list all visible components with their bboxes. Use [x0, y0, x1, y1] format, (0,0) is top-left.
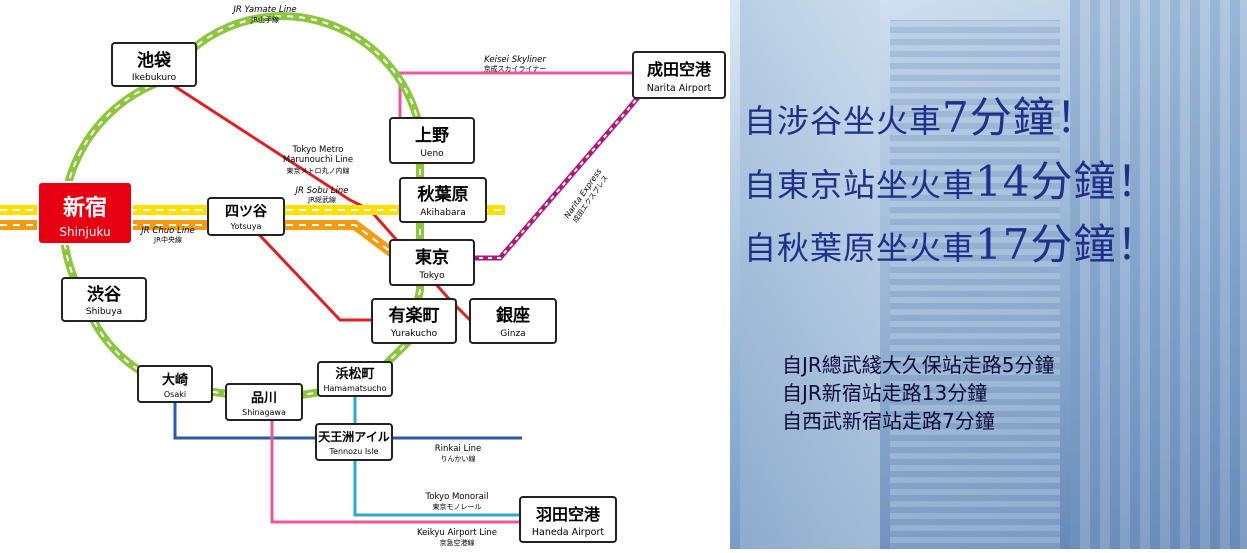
station-jp-label: 羽田空港 [536, 505, 601, 524]
walk-line-okubo: 自JR總武綫大久保站走路5分鐘 [782, 353, 1055, 377]
station-en-label: Ueno [420, 149, 444, 159]
skyliner-jp-label: 京成スカイライナー [484, 64, 547, 73]
sobu-en-label: JR Sobu Line [294, 186, 349, 196]
marunouchi-en-label-2: Marunouchi Line [283, 155, 353, 165]
station-en-label: Shibuya [86, 307, 122, 317]
station-jp-label: 成田空港 [647, 60, 712, 79]
yamanote-en-label: JR Yamate Line [231, 5, 296, 15]
promo-line-duration: 14分鐘！ [975, 157, 1160, 206]
station-jp-label: 大崎 [162, 372, 188, 388]
station-ikebukuro[interactable]: 池袋 Ikebukuro [111, 42, 197, 87]
background-building [740, 0, 880, 549]
narita-express-line-inner [470, 94, 641, 259]
promo-line-tokyo: 自東京站坐火車14分鐘！ [744, 161, 1159, 205]
sobu-jp-label: JR総武線 [307, 195, 336, 204]
background-building [1070, 0, 1247, 549]
rinkai-en-label: Rinkai Line [435, 444, 481, 454]
station-osaki[interactable]: 大崎 Osaki [137, 365, 213, 403]
station-en-label: Ginza [500, 329, 525, 339]
station-en-label: Tokyo [418, 271, 445, 281]
station-jp-label: 東京 [415, 247, 449, 268]
keikyu-en-label: Keikyu Airport Line [417, 528, 497, 538]
rinkai-line [173, 395, 522, 440]
station-akihabara[interactable]: 秋葉原 Akihabara [399, 177, 487, 223]
station-en-label: Shinagawa [242, 408, 286, 417]
station-shibuya[interactable]: 渋谷 Shibuya [61, 277, 147, 322]
station-haneda-airport[interactable]: 羽田空港 Haneda Airport [519, 496, 617, 543]
station-en-label: Hamamatsucho [323, 384, 386, 393]
walk-line-seibu-shinjuku: 自西武新宿站走路7分鐘 [782, 409, 995, 433]
station-ueno[interactable]: 上野 Ueno [389, 117, 475, 164]
marunouchi-jp-label: 東京メトロ丸ノ内線 [287, 166, 350, 175]
yamanote-jp-label: JR山手線 [250, 15, 279, 24]
station-ginza[interactable]: 銀座 Ginza [469, 298, 557, 344]
rinkai-jp-label: りんかい線 [441, 454, 476, 463]
station-en-label: Tennozu Isle [329, 447, 379, 456]
promo-line-prefix: 自秋葉原坐火車 [744, 229, 976, 267]
chuo-jp-label: JR中央線 [153, 235, 182, 244]
station-en-label: Haneda Airport [532, 527, 604, 538]
station-yotsuya[interactable]: 四ツ谷 Yotsuya [207, 197, 285, 236]
walk-line-shinjuku: 自JR新宿站走路13分鐘 [782, 381, 988, 405]
monorail-jp-label: 東京モノレール [433, 502, 482, 511]
promo-line-akihabara: 自秋葉原坐火車17分鐘！ [744, 224, 1159, 268]
chuo-en-label: JR Chuo Line [139, 226, 194, 236]
background-building [890, 20, 1060, 549]
marunouchi-en-label-1: Tokyo Metro [292, 145, 344, 155]
station-jp-label: 品川 [251, 391, 277, 406]
station-shinjuku[interactable]: 新宿 Shinjuku [37, 181, 133, 245]
station-jp-label: 秋葉原 [418, 184, 469, 205]
station-jp-label: 天王洲アイル [318, 430, 389, 444]
station-shinagawa[interactable]: 品川 Shinagawa [225, 383, 303, 421]
station-tokyo[interactable]: 東京 Tokyo [389, 239, 475, 286]
rail-map: JR Yamate Line JR山手線 Keisei Skyliner 京成ス… [0, 5, 726, 547]
station-jp-label: 銀座 [496, 305, 530, 326]
station-en-label: Narita Airport [647, 83, 712, 94]
station-en-label: Akihabara [420, 208, 466, 218]
station-jp-label: 四ツ谷 [225, 204, 268, 220]
monorail-en-label: Tokyo Monorail [424, 492, 488, 502]
promo-panel: 自涉谷坐火車7分鐘！ 自東京站坐火車14分鐘！ 自秋葉原坐火車17分鐘！ 自JR… [730, 0, 1247, 549]
station-hamamatsucho[interactable]: 浜松町 Hamamatsucho [317, 361, 393, 397]
rail-map-svg: JR Yamate Line JR山手線 Keisei Skyliner 京成ス… [0, 5, 726, 547]
station-yurakucho[interactable]: 有楽町 Yurakucho [371, 298, 457, 344]
station-en-label: Shinjuku [59, 225, 110, 239]
station-narita-airport[interactable]: 成田空港 Narita Airport [632, 51, 726, 99]
station-jp-label: 浜松町 [335, 366, 374, 382]
promo-line-prefix: 自東京站坐火車 [744, 166, 976, 204]
promo-line-shibuya: 自涉谷坐火車7分鐘！ [744, 97, 1099, 141]
keikyu-jp-label: 京急空港線 [440, 538, 475, 547]
station-jp-label: 上野 [415, 126, 449, 146]
station-en-label: Yotsuya [230, 222, 262, 231]
station-en-label: Osaki [164, 390, 186, 399]
promo-line-duration: 7分鐘！ [942, 93, 1099, 142]
skyliner-en-label: Keisei Skyliner [484, 55, 546, 65]
station-jp-label: 新宿 [63, 195, 107, 221]
station-en-label: Yurakucho [390, 329, 438, 339]
promo-line-prefix: 自涉谷坐火車 [744, 102, 943, 140]
station-jp-label: 池袋 [137, 50, 172, 71]
station-tennozu[interactable]: 天王洲アイル Tennozu Isle [315, 423, 393, 461]
narita-express-line [470, 93, 642, 261]
station-jp-label: 有楽町 [389, 305, 440, 326]
keikyu-line [270, 420, 520, 524]
promo-line-duration: 17分鐘！ [975, 220, 1160, 269]
station-en-label: Ikebukuro [132, 73, 177, 83]
station-jp-label: 渋谷 [87, 284, 122, 305]
